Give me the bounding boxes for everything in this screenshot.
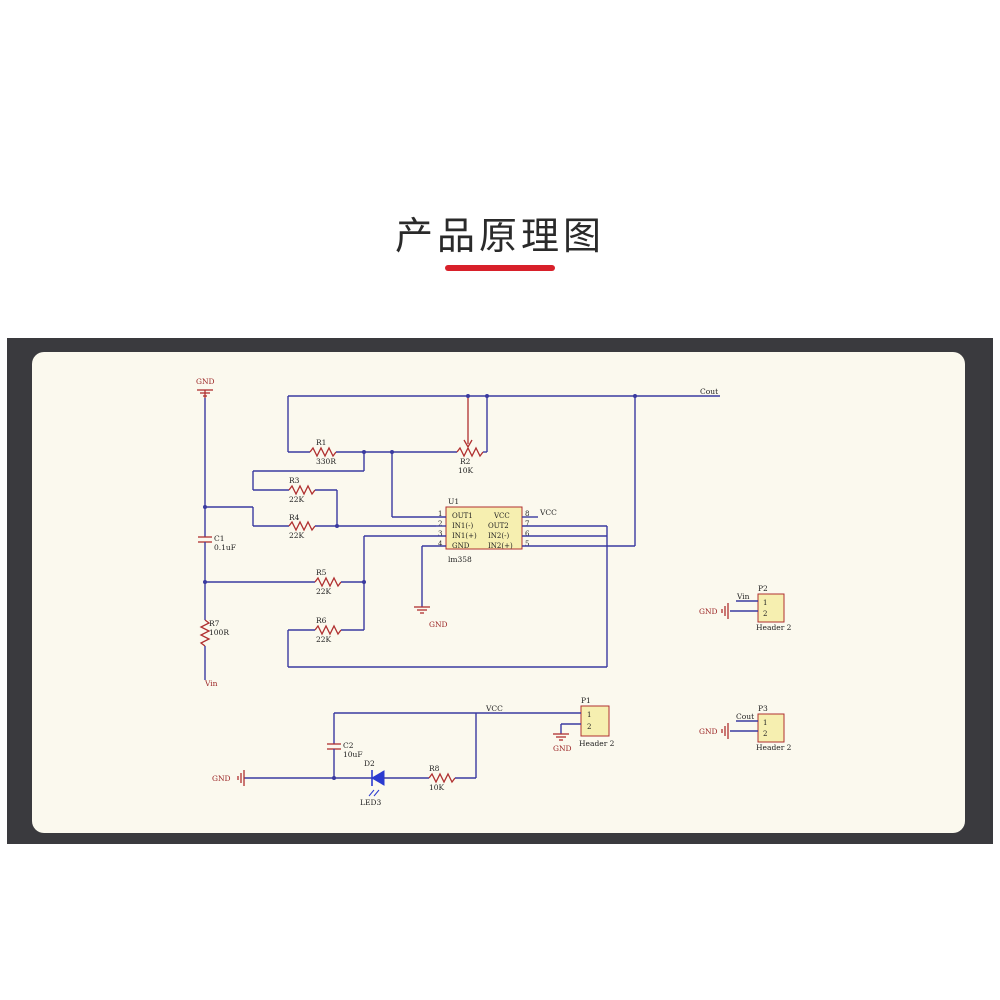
u1-ref: U1: [448, 497, 459, 506]
u1-pin-in1p: IN1(+): [452, 532, 477, 540]
u1-pin-in2p: IN2(+): [488, 542, 513, 550]
u1-pin-in1n: IN1(-): [452, 522, 473, 530]
r8-value: 10K: [429, 783, 445, 792]
u1-num-2: 2: [438, 520, 442, 528]
p1-ref: P1: [581, 696, 591, 705]
header-p1: P1 1 2 Header 2: [579, 696, 615, 748]
u1-num-3: 3: [438, 530, 442, 538]
c2-value: 10uF: [343, 750, 363, 759]
r8-ref: R8: [429, 764, 440, 773]
r1-value: 330R: [316, 457, 336, 466]
d2-value: LED3: [360, 798, 381, 807]
d2-ref: D2: [364, 759, 375, 768]
p3-pin-1: 1: [763, 719, 767, 727]
p3-value: Header 2: [756, 743, 792, 752]
gnd-label-p3: GND: [699, 727, 718, 736]
page-title: 产品原理图: [394, 214, 605, 258]
c1-value: 0.1uF: [214, 543, 236, 552]
u1-pin-in2n: IN2(-): [488, 532, 509, 540]
u1-value: lm358: [448, 555, 472, 564]
c1-ref: C1: [214, 534, 225, 543]
r2-value: 10K: [458, 466, 474, 475]
u1-pin-vcc: VCC: [493, 512, 510, 520]
resistor-r3: R3 22K: [288, 476, 316, 504]
r5-ref: R5: [316, 568, 327, 577]
p3-ref: P3: [758, 704, 768, 713]
p2-pin-2: 2: [763, 610, 767, 618]
capacitor-c1: C1 0.1uF: [198, 534, 236, 552]
p1-pin-1: 1: [587, 711, 591, 719]
r3-ref: R3: [289, 476, 300, 485]
p2-pin-1: 1: [763, 599, 767, 607]
capacitor-c2: C2 10uF: [327, 741, 363, 759]
r1-ref: R1: [316, 438, 326, 447]
p1-value: Header 2: [579, 739, 615, 748]
resistor-r7: R7 100R: [199, 619, 229, 647]
led-d2: D2 LED3: [360, 759, 385, 807]
u1-pin-gnd: GND: [452, 542, 470, 550]
r5-value: 22K: [316, 587, 332, 596]
gnd-symbol-top: GND: [196, 377, 215, 398]
gnd-symbol-p1: GND: [553, 733, 572, 753]
r7-value: 100R: [209, 628, 229, 637]
gnd-label-top: GND: [196, 377, 215, 386]
gnd-symbol-led: GND: [212, 770, 245, 786]
p2-ref: P2: [758, 584, 768, 593]
title-underline: [445, 265, 555, 271]
resistor-r5: R5 22K: [314, 568, 342, 596]
gnd-label-led: GND: [212, 774, 231, 783]
resistor-r1: R1 330R: [309, 438, 337, 466]
u1-num-5: 5: [525, 540, 529, 548]
u1-num-1: 1: [438, 510, 442, 518]
p1-pin-2: 2: [587, 723, 591, 731]
r4-value: 22K: [289, 531, 305, 540]
gnd-symbol-p3: GND: [699, 723, 729, 739]
gnd-label-p2: GND: [699, 607, 718, 616]
u1-num-4: 4: [438, 540, 443, 548]
schematic-panel: GND C1 0.1uF R7 100R Vin Cout R1 330R R2…: [32, 352, 965, 833]
potentiometer-r2: R2 10K: [456, 396, 484, 475]
resistor-r6: R6 22K: [314, 616, 342, 644]
r6-value: 22K: [316, 635, 332, 644]
gnd-label-u1: GND: [429, 620, 448, 629]
resistor-r8: R8 10K: [428, 764, 456, 792]
cout-label-p3: Cout: [736, 712, 754, 721]
vin-label-left: Vin: [204, 679, 218, 688]
r6-ref: R6: [316, 616, 327, 625]
header-p3: P3 1 2 Header 2: [756, 704, 792, 752]
c2-ref: C2: [343, 741, 354, 750]
vcc-label-u1: VCC: [539, 508, 557, 517]
p2-value: Header 2: [756, 623, 792, 632]
p3-pin-2: 2: [763, 730, 767, 738]
u1-num-6: 6: [525, 530, 530, 538]
r2-ref: R2: [460, 457, 471, 466]
schematic-diagram: GND C1 0.1uF R7 100R Vin Cout R1 330R R2…: [196, 377, 792, 807]
u1-num-7: 7: [525, 520, 529, 528]
r4-ref: R4: [289, 513, 300, 522]
u1-pin-out1: OUT1: [452, 512, 473, 520]
u1-pin-out2: OUT2: [488, 522, 509, 530]
gnd-symbol-p2: GND: [699, 603, 729, 619]
gnd-symbol-u1: GND: [414, 606, 448, 629]
resistor-r4: R4 22K: [288, 513, 316, 540]
cout-label-top: Cout: [700, 387, 718, 396]
vcc-label-led: VCC: [485, 704, 503, 713]
u1-num-8: 8: [525, 510, 529, 518]
r3-value: 22K: [289, 495, 305, 504]
gnd-label-p1: GND: [553, 744, 572, 753]
r7-ref: R7: [209, 619, 220, 628]
ic-u1-lm358: U1 lm358 OUT1 IN1(-) IN1(+) GND VCC OUT2…: [438, 497, 530, 564]
header-p2: P2 1 2 Header 2: [756, 584, 792, 632]
vin-label-p2: Vin: [736, 592, 750, 601]
